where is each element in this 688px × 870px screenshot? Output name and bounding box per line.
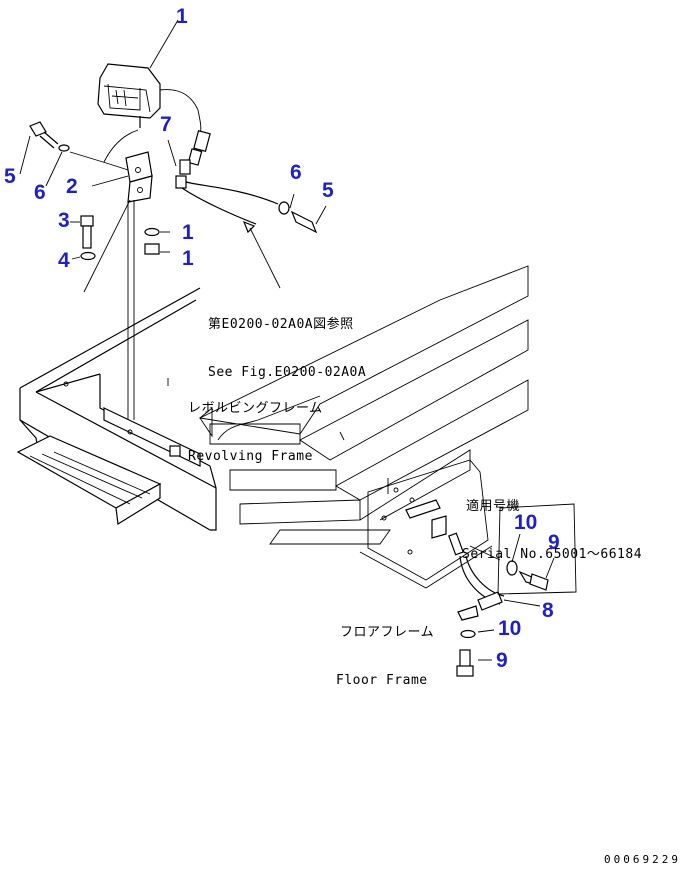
callout-1-work-lamp: 1 — [176, 5, 188, 28]
note-revolving-frame-en: Revolving Frame — [188, 449, 313, 465]
callout-2-bracket: 2 — [66, 175, 78, 198]
note-floor-frame-en: Floor Frame — [336, 673, 428, 689]
document-number: 00069229 — [604, 853, 681, 866]
bolt-3 — [80, 215, 94, 249]
callout-7-connector: 7 — [160, 113, 172, 136]
note-revolving-frame: レボルビングフレーム Revolving Frame — [188, 368, 323, 482]
callout-9-bolt-upper: 9 — [548, 531, 560, 554]
bracket — [125, 151, 153, 203]
callout-1-nut: 1 — [182, 247, 194, 270]
chevron-plates — [198, 265, 529, 545]
callout-10-washer-upper: 10 — [514, 511, 538, 534]
floor-frame — [359, 459, 541, 621]
note-floor-frame-jp: フロアフレーム — [340, 624, 435, 640]
note-serial-number: 適用号機 Serial No.65001〜66184 — [462, 466, 642, 580]
callout-1-washer: 1 — [182, 221, 194, 244]
callout-8-ground-cable: 8 — [542, 599, 554, 622]
callout-6-washer-left: 6 — [34, 181, 46, 204]
revolving-frame — [16, 287, 217, 531]
callout-5-bolt-right: 5 — [322, 179, 334, 202]
callout-10-washer-lower: 10 — [498, 617, 522, 640]
note-serial-en: Serial No.65001〜66184 — [462, 547, 643, 563]
callout-3-bolt: 3 — [58, 209, 70, 232]
note-see-fig-en: See Fig.E0200-02A0A — [208, 365, 367, 381]
callout-4-washer: 4 — [58, 249, 70, 272]
work-lamp — [97, 63, 202, 163]
note-see-fig: 第E0200-02A0A図参照 See Fig.E0200-02A0A — [208, 284, 366, 398]
note-serial-jp: 適用号機 — [466, 498, 521, 514]
bolt-9-lower — [456, 649, 474, 677]
callout-9-bolt-lower: 9 — [496, 649, 508, 672]
note-see-fig-jp: 第E0200-02A0A図参照 — [208, 316, 354, 332]
note-revolving-frame-jp: レボルビングフレーム — [188, 400, 323, 416]
bolt-left — [29, 121, 70, 152]
note-floor-frame: フロアフレーム Floor Frame — [336, 592, 434, 706]
callout-5-bolt-left: 5 — [4, 165, 16, 188]
inset-box — [469, 503, 577, 595]
callout-6-washer-right: 6 — [290, 161, 302, 184]
